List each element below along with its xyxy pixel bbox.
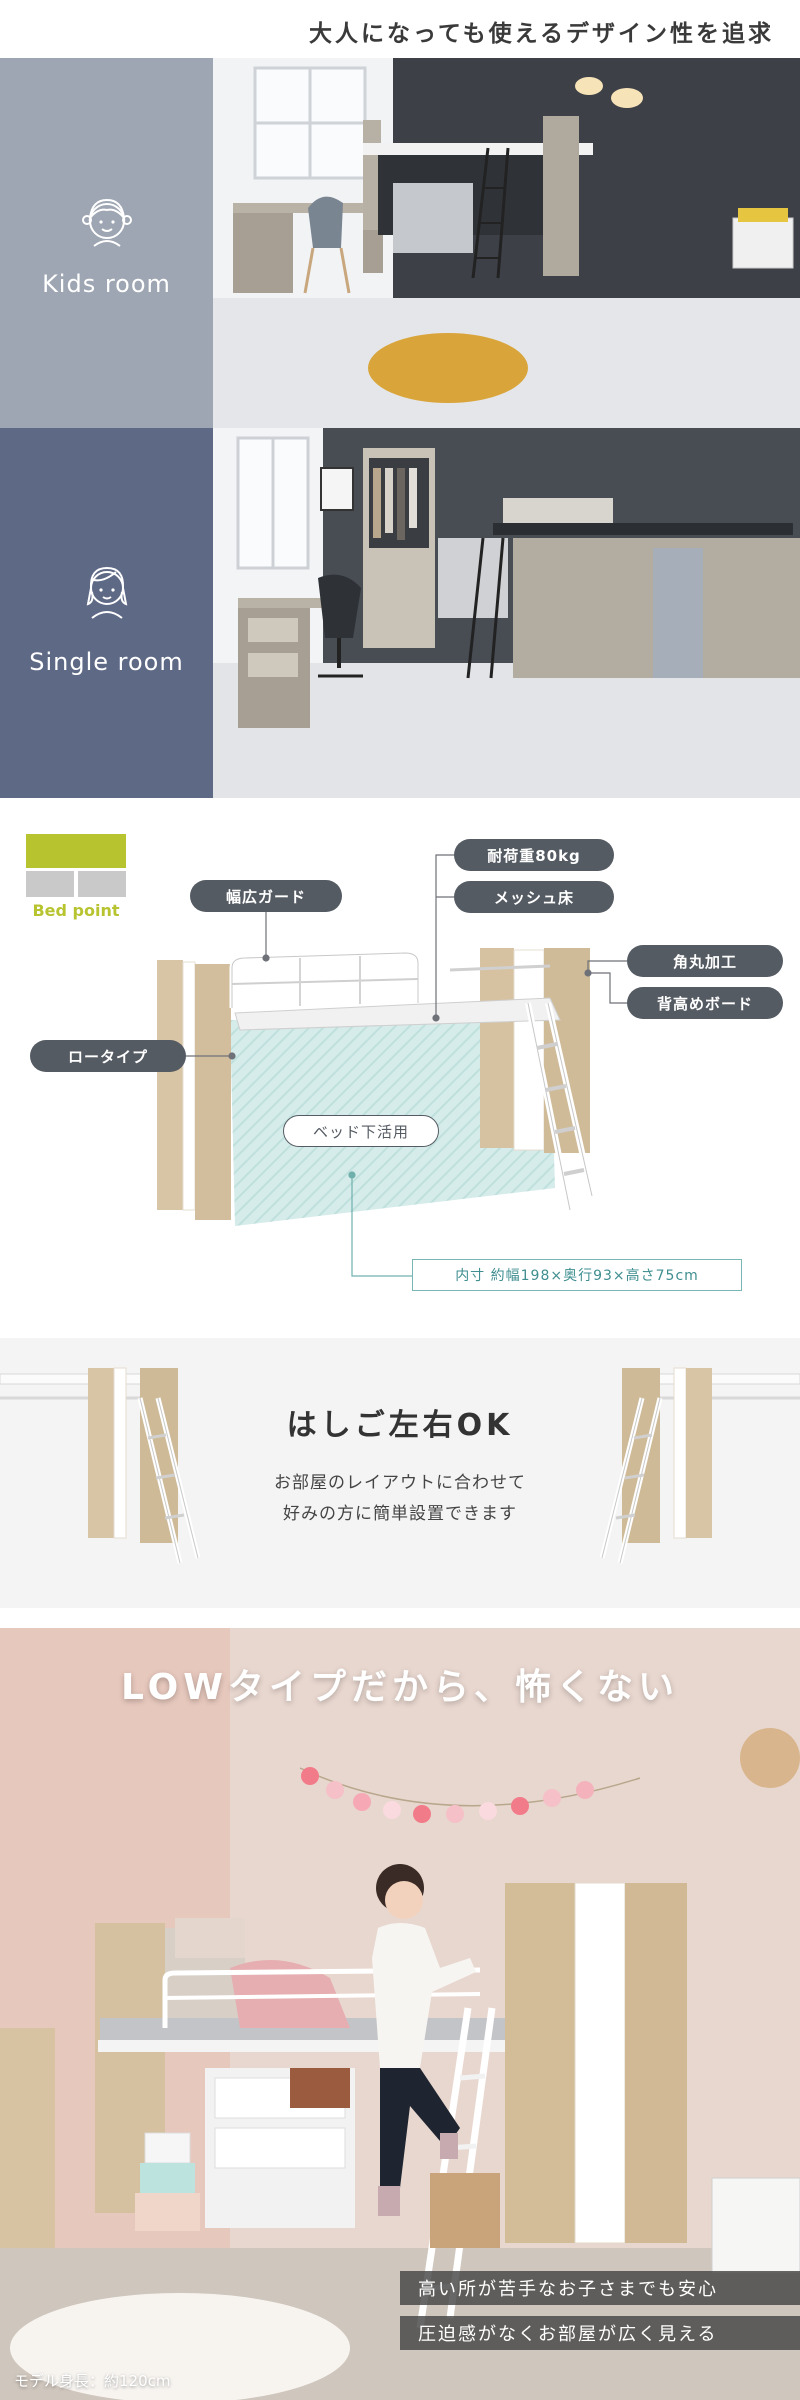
callout-load-capacity: 耐荷重80kg bbox=[454, 839, 614, 871]
kids-room-photo bbox=[213, 58, 800, 428]
ladder-section: はしご左右OK お部屋のレイアウトに合わせて 好みの方に簡単設置できます bbox=[0, 1338, 800, 1608]
single-room-label: Single room bbox=[29, 648, 184, 676]
callout-under-bed: ベッド下活用 bbox=[283, 1115, 439, 1147]
logo-green-block bbox=[26, 834, 126, 868]
callout-low-type: ロータイプ bbox=[30, 1040, 186, 1072]
ladder-heading: はしご左右OK bbox=[286, 1408, 514, 1443]
single-room-photo bbox=[213, 428, 800, 798]
logo-text: Bed point bbox=[32, 901, 120, 920]
low-type-photo bbox=[0, 1628, 800, 2400]
bed-point-logo: Bed point bbox=[26, 834, 126, 920]
caption-safe: 高い所が苦手なお子さまでも安心 bbox=[400, 2271, 800, 2305]
callout-tall-board: 背高めボード bbox=[627, 987, 783, 1019]
bed-diagram bbox=[157, 854, 627, 1277]
ladder-illustration bbox=[0, 1367, 800, 1564]
callout-inner-dimensions: 内寸 約幅198×奥行93×高さ75cm bbox=[412, 1259, 742, 1291]
single-room-section: Single room bbox=[0, 428, 800, 798]
caption-spacious: 圧迫感がなくお部屋が広く見える bbox=[400, 2316, 800, 2350]
adult-face-icon bbox=[86, 566, 128, 619]
page-title: 大人になっても使えるデザイン性を追求 bbox=[308, 21, 774, 47]
kids-room-label: Kids room bbox=[42, 270, 171, 298]
ladder-body-line: お部屋のレイアウトに合わせて bbox=[274, 1473, 526, 1493]
callout-wide-guard: 幅広ガード bbox=[190, 880, 342, 912]
low-type-section: LOWタイプだから、怖くない 高い所が苦手なお子さまでも安心 圧迫感がなくお部屋… bbox=[0, 1628, 800, 2400]
child-face-icon bbox=[82, 198, 132, 247]
top-header: 大人になっても使えるデザイン性を追求 bbox=[0, 0, 800, 58]
kids-room-section: Kids room bbox=[0, 58, 800, 428]
ladder-body-line: 好みの方に簡単設置できます bbox=[283, 1504, 517, 1524]
logo-grey-blocks bbox=[26, 871, 126, 897]
model-height-note: モデル身長：約120cm bbox=[14, 2372, 171, 2390]
kids-room-panel: Kids room bbox=[0, 58, 213, 428]
single-room-panel: Single room bbox=[0, 428, 213, 798]
callout-rounded-corners: 角丸加工 bbox=[627, 945, 783, 977]
bed-point-section: Bed point 幅広ガード 耐荷重80kg メッシュ床 角丸加工 背高めボー… bbox=[0, 798, 800, 1338]
ladder-body: お部屋のレイアウトに合わせて 好みの方に簡単設置できます bbox=[0, 1468, 800, 1530]
low-type-headline: LOWタイプだから、怖くない bbox=[121, 1667, 679, 1708]
callout-mesh-floor: メッシュ床 bbox=[454, 881, 614, 913]
